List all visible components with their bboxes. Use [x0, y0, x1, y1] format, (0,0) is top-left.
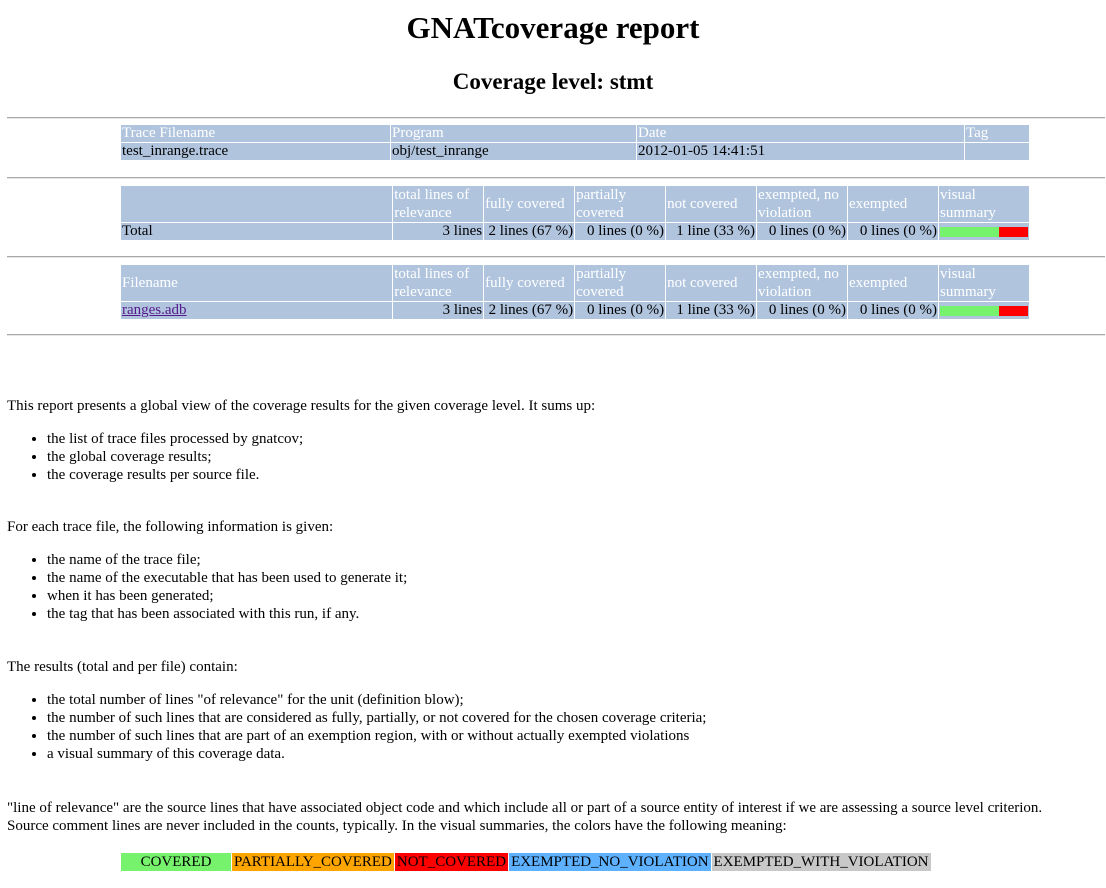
trace-date: 2012-01-05 14:41:51: [637, 143, 964, 160]
help-list: the name of the trace file; the name of …: [7, 551, 1102, 623]
covered-segment: [940, 226, 999, 237]
help-paragraph: The results (total and per file) contain…: [7, 659, 238, 675]
files-header-row: Filename total lines of relevance fully …: [121, 265, 1029, 301]
program-name: obj/test_inrange: [391, 143, 636, 160]
help-list-item: the tag that has been associated with th…: [47, 605, 1102, 623]
total-header-row: total lines of relevance fully covered p…: [121, 186, 1029, 222]
exempted-header: exempted: [848, 265, 938, 301]
help-paragraph: "line of relevance" are the source lines…: [7, 800, 1043, 816]
file-relevance: 3 lines: [393, 302, 484, 319]
relevance-header: total lines of relevance: [393, 265, 484, 301]
legend-covered: COVERED: [121, 853, 231, 871]
separator: [7, 256, 1105, 258]
total-exempted: 0 lines (0 %): [847, 223, 938, 240]
covered-segment: [940, 305, 999, 316]
help-list-item: the list of trace files processed by gna…: [47, 430, 1102, 448]
help-list-item: the name of the executable that has been…: [47, 569, 1102, 587]
relevance-header: total lines of relevance: [393, 186, 484, 222]
blank-header: [121, 186, 393, 222]
visual-summary-header: visual summary: [939, 186, 1029, 222]
separator: [7, 177, 1105, 179]
not-covered-header: not covered: [666, 186, 757, 222]
help-section-3: The results (total and per file) contain…: [7, 658, 1102, 763]
file-not-covered: 1 line (33 %): [666, 302, 757, 319]
help-list-item: a visual summary of this coverage data.: [47, 745, 1102, 763]
file-link[interactable]: ranges.adb: [122, 302, 187, 318]
help-list-item: the number of such lines that are consid…: [47, 709, 1102, 727]
total-partially-covered: 0 lines (0 %): [575, 223, 666, 240]
files-table: Filename total lines of relevance fully …: [120, 264, 1030, 320]
trace-table: Trace Filename Program Date Tag test_inr…: [120, 124, 1030, 161]
coverage-bar: [940, 305, 1028, 316]
file-partially-covered: 0 lines (0 %): [575, 302, 666, 319]
exempted-header: exempted: [847, 186, 938, 222]
separator: [7, 117, 1105, 119]
help-list-item: the coverage results per source file.: [47, 466, 1102, 484]
legend-exempted-no-violation: EXEMPTED_NO_VIOLATION: [509, 853, 711, 871]
total-table: total lines of relevance fully covered p…: [120, 185, 1030, 241]
help-paragraph: For each trace file, the following infor…: [7, 519, 334, 535]
coverage-bar: [940, 226, 1028, 237]
help-section-1: This report presents a global view of th…: [7, 397, 1102, 484]
partially-covered-header: partially covered: [575, 265, 666, 301]
exempted-no-violation-header: exempted, no violation: [757, 265, 847, 301]
trace-header-row: Trace Filename Program Date Tag: [121, 125, 1029, 142]
date-header: Date: [637, 125, 964, 142]
file-exempted-no-violation: 0 lines (0 %): [757, 302, 847, 319]
trace-tag: [965, 143, 1029, 160]
help-list-item: when it has been generated;: [47, 587, 1102, 605]
total-relevance: 3 lines: [393, 223, 484, 240]
legend-not-covered: NOT_COVERED: [394, 853, 509, 871]
filename-header: Filename: [121, 265, 393, 301]
help-paragraph: This report presents a global view of th…: [7, 398, 596, 414]
file-name-cell: ranges.adb: [121, 302, 393, 319]
exempted-no-violation-header: exempted, no violation: [757, 186, 847, 222]
page-title: GNATcoverage report: [406, 10, 700, 45]
help-list-item: the number of such lines that are part o…: [47, 727, 1102, 745]
help-paragraph: Source comment lines are never included …: [7, 818, 787, 834]
total-label: Total: [121, 223, 393, 240]
help-section-4: "line of relevance" are the source lines…: [7, 799, 1102, 835]
legend-partially-covered: PARTIALLY_COVERED: [232, 853, 394, 871]
total-visual-summary: [939, 223, 1029, 240]
partially-covered-header: partially covered: [575, 186, 666, 222]
file-exempted: 0 lines (0 %): [848, 302, 938, 319]
help-list-item: the global coverage results;: [47, 448, 1102, 466]
total-fully-covered: 2 lines (67 %): [484, 223, 575, 240]
help-list-item: the name of the trace file;: [47, 551, 1102, 569]
trace-filename: test_inrange.trace: [121, 143, 390, 160]
program-header: Program: [391, 125, 636, 142]
fully-covered-header: fully covered: [484, 265, 575, 301]
trace-filename-header: Trace Filename: [121, 125, 390, 142]
fully-covered-header: fully covered: [484, 186, 575, 222]
file-fully-covered: 2 lines (67 %): [484, 302, 575, 319]
color-legend: COVERED PARTIALLY_COVERED NOT_COVERED EX…: [120, 852, 932, 872]
coverage-level-heading: Coverage level: stmt: [452, 69, 654, 94]
file-row: ranges.adb 3 lines 2 lines (67 %) 0 line…: [121, 302, 1029, 319]
visual-summary-header: visual summary: [939, 265, 1029, 301]
not-covered-segment: [998, 305, 1028, 316]
total-exempted-no-violation: 0 lines (0 %): [757, 223, 847, 240]
legend-exempted-with-violation: EXEMPTED_WITH_VIOLATION: [711, 853, 931, 871]
total-row: Total 3 lines 2 lines (67 %) 0 lines (0 …: [121, 223, 1029, 240]
trace-row: test_inrange.trace obj/test_inrange 2012…: [121, 143, 1029, 160]
not-covered-header: not covered: [666, 265, 757, 301]
separator: [7, 334, 1105, 336]
legend-row: COVERED PARTIALLY_COVERED NOT_COVERED EX…: [121, 853, 931, 871]
file-visual-summary: [939, 302, 1029, 319]
help-list: the total number of lines "of relevance"…: [7, 691, 1102, 763]
total-not-covered: 1 line (33 %): [666, 223, 757, 240]
help-list: the list of trace files processed by gna…: [7, 430, 1102, 484]
tag-header: Tag: [965, 125, 1029, 142]
not-covered-segment: [998, 226, 1028, 237]
help-section-2: For each trace file, the following infor…: [7, 518, 1102, 623]
help-list-item: the total number of lines "of relevance"…: [47, 691, 1102, 709]
